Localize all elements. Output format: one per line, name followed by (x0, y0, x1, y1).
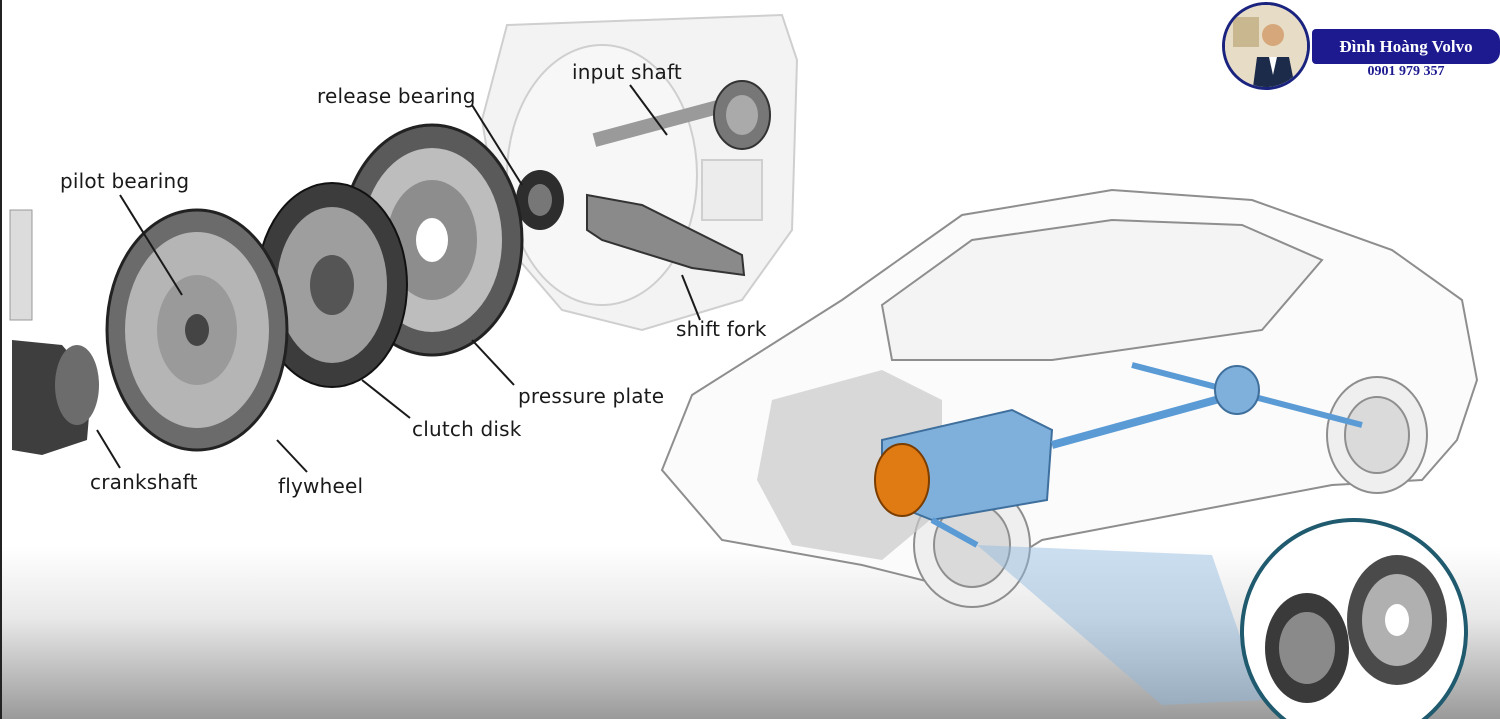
label-pressure-plate: pressure plate (518, 384, 665, 408)
person-avatar-icon (1225, 5, 1307, 87)
watermark-phone: 0901 979 357 (1367, 64, 1445, 79)
crankshaft (9, 209, 99, 455)
label-pilot-bearing: pilot bearing (60, 169, 190, 193)
watermark-name: Đình Hoàng Volvo (1312, 29, 1500, 64)
label-clutch-disk: clutch disk (412, 417, 522, 441)
watermark-badge: Đình Hoàng Volvo 0901 979 357 (1220, 0, 1500, 95)
label-release-bearing: release bearing (317, 84, 476, 108)
label-input-shaft: input shaft (572, 60, 682, 84)
label-shift-fork: shift fork (676, 317, 767, 341)
release-bearing (516, 170, 564, 230)
flywheel (105, 208, 289, 452)
label-crankshaft: crankshaft (90, 470, 198, 494)
label-flywheel: flywheel (278, 474, 364, 498)
avatar (1222, 2, 1310, 90)
clutch-disk (256, 182, 408, 388)
shift-fork (586, 193, 746, 277)
input-shaft (592, 80, 771, 150)
drivetrain (874, 362, 1363, 548)
highlight-beam (977, 545, 1262, 705)
leader-lines (96, 84, 701, 473)
